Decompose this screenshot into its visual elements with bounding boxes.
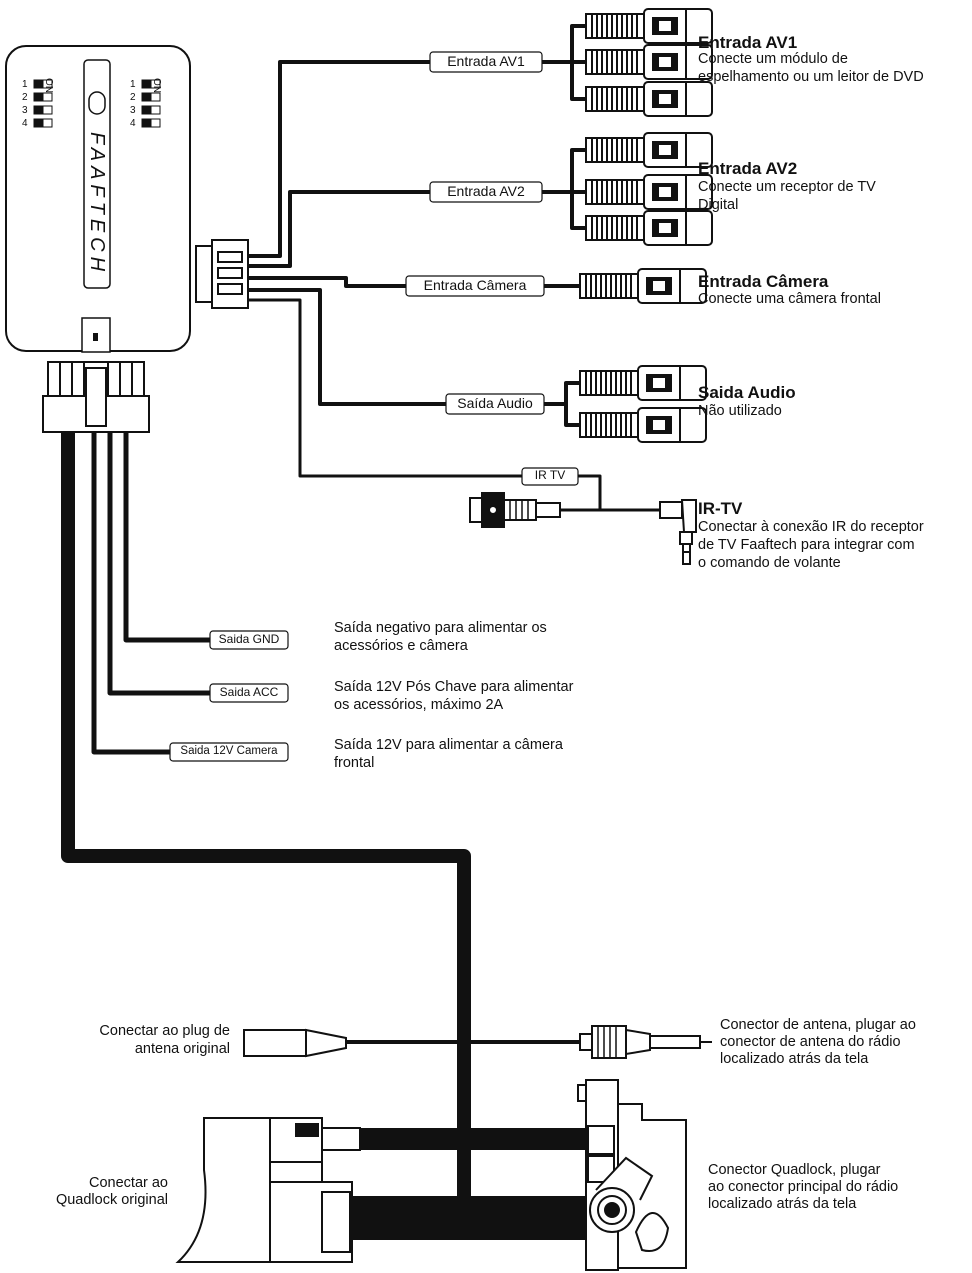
- wire-label-av1: Entrada AV1: [447, 53, 525, 69]
- acc-desc-1: Saída 12V Pós Chave para alimentar: [334, 679, 574, 695]
- quadlock-radio-connector[interactable]: [577, 1079, 687, 1271]
- faaftech-module: [5, 45, 191, 353]
- rca-av2[interactable]: [585, 132, 713, 246]
- antenna-left-desc-2: antena original: [134, 1041, 230, 1057]
- audio-desc-1: Não utilizado: [698, 403, 782, 419]
- wire-label-cam12: Saida 12V Camera: [180, 745, 278, 757]
- cam12-desc-2: frontal: [334, 755, 375, 771]
- dip-switch-left[interactable]: [33, 79, 53, 128]
- quadlock-original-connector[interactable]: [175, 1117, 361, 1263]
- wire-label-camera: Entrada Câmera: [423, 277, 527, 293]
- label-box-av2: [429, 181, 543, 203]
- dip-number-2: 2: [22, 92, 28, 103]
- antenna-right-desc-2: conector de antena do rádio: [720, 1034, 901, 1050]
- antenna-right-desc-1: Conector de antena, plugar ao: [720, 1017, 916, 1033]
- dip-number-r1: 1: [130, 79, 136, 90]
- wire-label-gnd: Saida GND: [218, 632, 280, 646]
- irtv-desc-2: de TV Faaftech para integrar com: [698, 537, 915, 553]
- dip-number-r4: 4: [130, 118, 136, 129]
- av1-desc-2: espelhamento ou um leitor de DVD: [698, 69, 924, 85]
- camera-title: Entrada Câmera: [698, 272, 829, 291]
- dip-number-1: 1: [22, 79, 28, 90]
- label-box-audio: [445, 393, 545, 415]
- av2-desc-2: Digital: [698, 197, 739, 213]
- irtv-desc-1: Conectar à conexão IR do receptor: [698, 519, 924, 535]
- dip-number-r2: 2: [130, 92, 136, 103]
- gnd-desc-2: acessórios e câmera: [334, 638, 468, 654]
- ir-female-jack[interactable]: [469, 492, 561, 528]
- quadlock-right-desc-3: localizado atrás da tela: [708, 1196, 857, 1212]
- label-box-cam12: [169, 742, 289, 762]
- cam12-desc-1: Saída 12V para alimentar a câmera: [334, 737, 563, 753]
- brand-logo-text: FAAFTECH: [86, 132, 108, 277]
- wire-label-av2: Entrada AV2: [447, 183, 525, 199]
- wire-label-irtv: IR TV: [534, 468, 566, 482]
- dip-number-4: 4: [22, 118, 28, 129]
- wire-label-acc: Saida ACC: [219, 685, 279, 699]
- av2-title: Entrada AV2: [698, 159, 798, 178]
- label-box-irtv: [521, 467, 579, 486]
- camera-desc-1: Conecte uma câmera frontal: [698, 291, 881, 307]
- quadlock-right-desc-2: ao conector principal do rádio: [708, 1179, 899, 1195]
- dip-switch-right[interactable]: [141, 79, 161, 128]
- quadlock-right-desc-1: Conector Quadlock, plugar: [708, 1162, 881, 1178]
- av1-title: Entrada AV1: [698, 33, 798, 52]
- irtv-desc-3: o comando de volante: [698, 555, 841, 571]
- ir-plug-35mm[interactable]: [659, 499, 697, 565]
- av1-desc-1: Conecte um módulo de: [698, 51, 848, 67]
- av2-desc-1: Conecte um receptor de TV: [698, 179, 876, 195]
- wire-label-audio: Saída Audio: [457, 395, 533, 411]
- gnd-desc-1: Saída negativo para alimentar os: [334, 620, 547, 636]
- dip-number-3: 3: [22, 105, 28, 116]
- quadlock-left-desc-2: Quadlock original: [55, 1192, 168, 1208]
- power-connector: [42, 361, 150, 433]
- antenna-male-plug[interactable]: [579, 1025, 712, 1059]
- audio-title: Saida Audio: [698, 383, 796, 402]
- acc-desc-2: os acessórios, máximo 2A: [334, 697, 504, 713]
- label-box-gnd: [209, 630, 289, 650]
- dip-on-label-left: ON: [43, 78, 54, 93]
- av-harness-connector: [195, 239, 249, 309]
- label-box-av1: [429, 51, 543, 73]
- label-box-camera: [405, 275, 545, 297]
- antenna-left-desc-1: Conectar ao plug de: [99, 1023, 230, 1039]
- dip-on-label-right: ON: [151, 78, 162, 93]
- label-box-acc: [209, 683, 289, 703]
- antenna-female-plug[interactable]: [243, 1028, 347, 1058]
- irtv-title: IR-TV: [698, 499, 743, 518]
- rca-camera[interactable]: [579, 268, 707, 304]
- rca-audio[interactable]: [579, 365, 707, 443]
- antenna-right-desc-3: localizado atrás da tela: [720, 1051, 869, 1067]
- quadlock-left-desc-1: Conectar ao: [89, 1175, 168, 1191]
- rca-av1[interactable]: [585, 8, 713, 117]
- dip-number-r3: 3: [130, 105, 136, 116]
